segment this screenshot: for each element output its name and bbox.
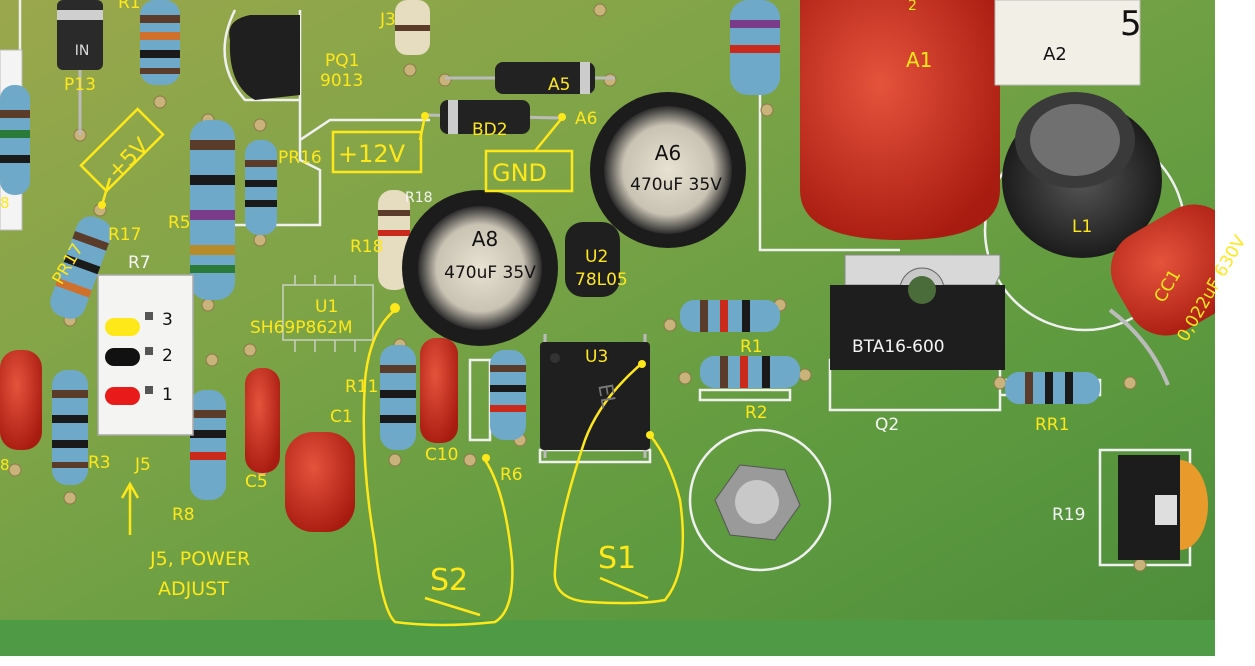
horizontal-resistors bbox=[680, 300, 1100, 404]
label-s2: S2 bbox=[430, 563, 468, 598]
label-9013: 9013 bbox=[320, 71, 363, 91]
resistors bbox=[0, 0, 780, 500]
label-pin3: 3 bbox=[162, 310, 173, 330]
regulator-u2 bbox=[565, 222, 620, 297]
capacitor-a8 bbox=[402, 190, 558, 346]
background-bottom bbox=[0, 656, 1255, 666]
label-r1-top: R1 bbox=[118, 0, 141, 13]
label-sh69p862m: SH69P862M bbox=[250, 318, 353, 338]
label-j5-power: J5, POWER bbox=[149, 548, 250, 570]
label-j5-adjust: ADJUST bbox=[158, 578, 229, 600]
label-r6: R6 bbox=[500, 465, 523, 485]
label-a8-value: 470uF 35V bbox=[444, 263, 536, 283]
label-s1: S1 bbox=[598, 541, 636, 576]
red-capacitors bbox=[0, 338, 458, 532]
label-r3: R3 bbox=[88, 453, 111, 473]
label-a6-value: 470uF 35V bbox=[630, 175, 722, 195]
annotation-dots bbox=[98, 112, 654, 462]
board bbox=[0, 0, 1215, 656]
label-l1: L1 bbox=[1072, 217, 1092, 237]
u1-outline bbox=[282, 275, 374, 352]
label-r17: R17 bbox=[108, 225, 141, 245]
label-u1: U1 bbox=[315, 297, 338, 317]
component-a2 bbox=[994, 0, 1141, 86]
inductor-l1 bbox=[1002, 92, 1162, 258]
svg-text:EL: EL bbox=[593, 382, 621, 410]
label-a1: A1 bbox=[906, 48, 932, 72]
label-r8: R8 bbox=[172, 505, 195, 525]
label-bd2: BD2 bbox=[472, 120, 508, 140]
label-r1: R1 bbox=[740, 337, 763, 357]
label-a6: A6 bbox=[655, 141, 681, 165]
label-c1: C1 bbox=[330, 407, 353, 427]
label-bta16-600: BTA16-600 bbox=[852, 337, 945, 357]
label-r5: R5 bbox=[168, 213, 191, 233]
cc1-lead bbox=[1108, 308, 1170, 386]
label-c5: C5 bbox=[245, 472, 268, 492]
triac-bta16 bbox=[830, 254, 1005, 370]
label-pin1: 1 bbox=[162, 385, 173, 405]
label-pin2: 2 bbox=[162, 346, 173, 366]
label-pr16: PR16 bbox=[278, 148, 322, 168]
label-edge-2: 2 bbox=[908, 0, 917, 14]
label-gnd: GND bbox=[492, 159, 547, 187]
label-u3: U3 bbox=[585, 347, 608, 367]
label-a6-small: A6 bbox=[575, 109, 597, 129]
transistor-pq1 bbox=[229, 15, 300, 100]
label-q2: Q2 bbox=[875, 415, 899, 435]
board-bottom-edge bbox=[0, 620, 1215, 656]
label-r19: R19 bbox=[1052, 505, 1085, 525]
ic-u3 bbox=[540, 334, 650, 458]
diodes bbox=[424, 62, 615, 134]
capacitor-cc1 bbox=[1110, 204, 1250, 336]
label-78l05: 78L05 bbox=[575, 270, 628, 290]
label-edge-8: 8 bbox=[0, 194, 10, 212]
label-j3: J3 bbox=[379, 10, 396, 30]
label-r7: R7 bbox=[128, 253, 151, 273]
capacitor-a1 bbox=[800, 0, 1000, 240]
trimmer-r19 bbox=[1118, 455, 1208, 560]
label-rr1: RR1 bbox=[1035, 415, 1069, 435]
capacitor-a6 bbox=[590, 92, 746, 248]
label-edge-8b: 8 bbox=[0, 456, 10, 474]
label-u2: U2 bbox=[585, 247, 608, 267]
label-c10: C10 bbox=[425, 445, 459, 465]
label-a8: A8 bbox=[472, 227, 498, 251]
label-in: IN bbox=[75, 43, 90, 59]
label-r18: R18 bbox=[350, 237, 383, 257]
label-a2: A2 bbox=[1043, 44, 1067, 65]
mounting-screw bbox=[714, 464, 801, 541]
label-a5: A5 bbox=[548, 75, 570, 95]
label-r2: R2 bbox=[745, 403, 768, 423]
label-plus12v: +12V bbox=[338, 140, 406, 168]
label-r11: R11 bbox=[345, 377, 378, 397]
diode-p13 bbox=[57, 0, 103, 135]
label-pq1: PQ1 bbox=[325, 51, 359, 71]
background-right bbox=[1215, 0, 1255, 666]
j5-connector bbox=[97, 274, 194, 436]
label-j5: J5 bbox=[134, 455, 151, 475]
label-r18-top: R18 bbox=[405, 190, 433, 206]
label-p13: P13 bbox=[64, 75, 96, 95]
label-edge-5: 5 bbox=[1120, 4, 1142, 44]
annotation-wires bbox=[79, 107, 685, 627]
u3-marking: EL bbox=[593, 382, 621, 410]
